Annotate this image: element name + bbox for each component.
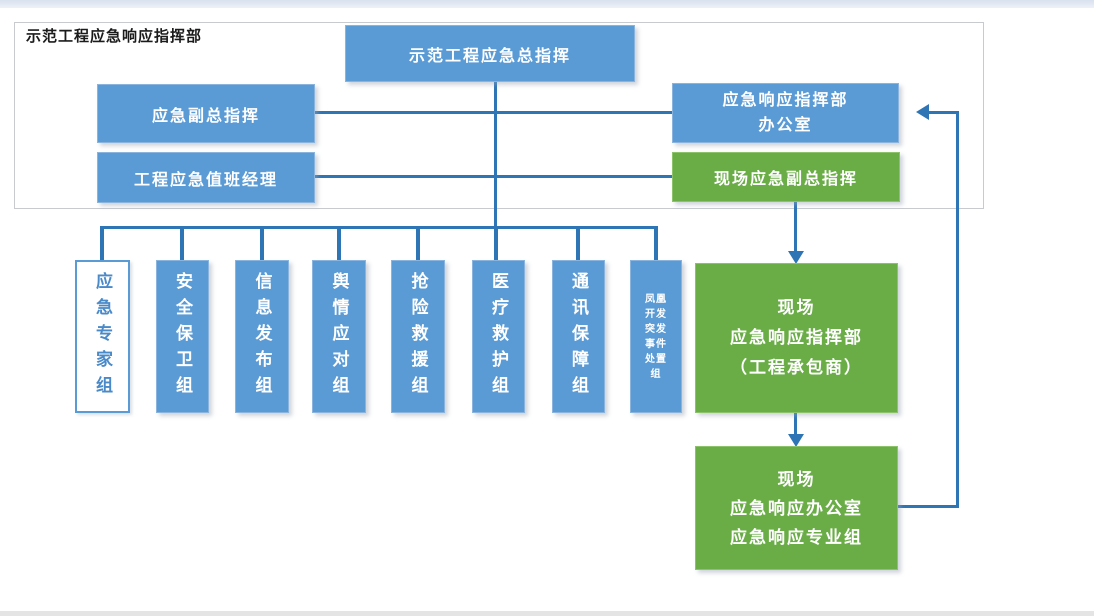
node-site-hq: 现场 应急响应指挥部 （工程承包商） [695, 263, 898, 413]
connector-stub-rescue [416, 228, 420, 261]
node-deputy-commander-label: 应急副总指挥 [151, 107, 260, 125]
connector-duty-to-site-deputy [315, 175, 672, 178]
connector-stub-security [180, 228, 184, 261]
node-expert-group: 应急专家组 [75, 260, 130, 413]
node-info-release-group-label: 信息发布组 [252, 271, 272, 402]
connector-feedback-vertical [956, 111, 959, 508]
node-duty-manager-label: 工程应急值班经理 [133, 171, 278, 189]
node-site-deputy-commander: 现场应急副总指挥 [672, 152, 900, 202]
node-site-office-label: 现场 应急响应办公室 应急响应专业组 [730, 469, 863, 547]
connector-stub-expert [100, 228, 104, 261]
node-medical-group: 医疗救护组 [472, 260, 525, 413]
panel-title: 示范工程应急响应指挥部 [26, 28, 203, 45]
top-strip [0, 0, 1094, 8]
down-arrowhead-icon [788, 251, 804, 264]
connector-stub-info [260, 228, 264, 261]
node-expert-group-label: 应急专家组 [93, 271, 112, 402]
node-site-hq-label: 现场 应急响应指挥部 （工程承包商） [730, 298, 863, 377]
connector-site-deputy-to-site-hq [794, 202, 797, 252]
connector-deputy-to-office [315, 111, 672, 114]
left-arrowhead-icon [916, 104, 929, 120]
connector-bus [100, 226, 658, 229]
connector-site-hq-to-site-office [794, 413, 797, 435]
node-comms-group-label: 通讯保障组 [569, 271, 588, 402]
node-hq-office-label: 应急响应指挥部 办公室 [722, 92, 849, 134]
node-fenghuang-incident-group-label: 凤凰开发突发事件处置组 [645, 293, 667, 380]
connector-stub-comms [576, 228, 580, 261]
node-site-deputy-commander-label: 现场应急副总指挥 [713, 171, 858, 188]
node-medical-group-label: 医疗救护组 [489, 271, 508, 402]
node-security-group-label: 安全保卫组 [173, 271, 192, 402]
node-site-office: 现场 应急响应办公室 应急响应专业组 [695, 446, 898, 570]
node-security-group: 安全保卫组 [156, 260, 209, 413]
node-fenghuang-incident-group: 凤凰开发突发事件处置组 [630, 260, 682, 413]
node-rescue-group-label: 抢险救援组 [408, 271, 428, 402]
connector-stub-fenghuang [654, 228, 658, 261]
node-public-opinion-group: 舆情应对组 [312, 260, 366, 413]
node-deputy-commander: 应急副总指挥 [97, 84, 315, 143]
node-top-commander: 示范工程应急总指挥 [345, 25, 635, 82]
connector-stub-medical [494, 228, 498, 261]
node-info-release-group: 信息发布组 [235, 260, 289, 413]
connector-top-commander-vertical [494, 82, 497, 228]
connector-feedback-bottom [898, 505, 959, 508]
node-top-commander-label: 示范工程应急总指挥 [408, 47, 571, 65]
node-public-opinion-group-label: 舆情应对组 [329, 271, 349, 402]
bottom-strip [0, 611, 1094, 616]
down-arrowhead-icon [788, 434, 804, 447]
connector-feedback-top [929, 111, 959, 114]
node-rescue-group: 抢险救援组 [391, 260, 445, 413]
connector-stub-opinion [337, 228, 341, 261]
node-duty-manager: 工程应急值班经理 [97, 152, 315, 203]
node-comms-group: 通讯保障组 [552, 260, 605, 413]
node-hq-office: 应急响应指挥部 办公室 [672, 83, 899, 143]
